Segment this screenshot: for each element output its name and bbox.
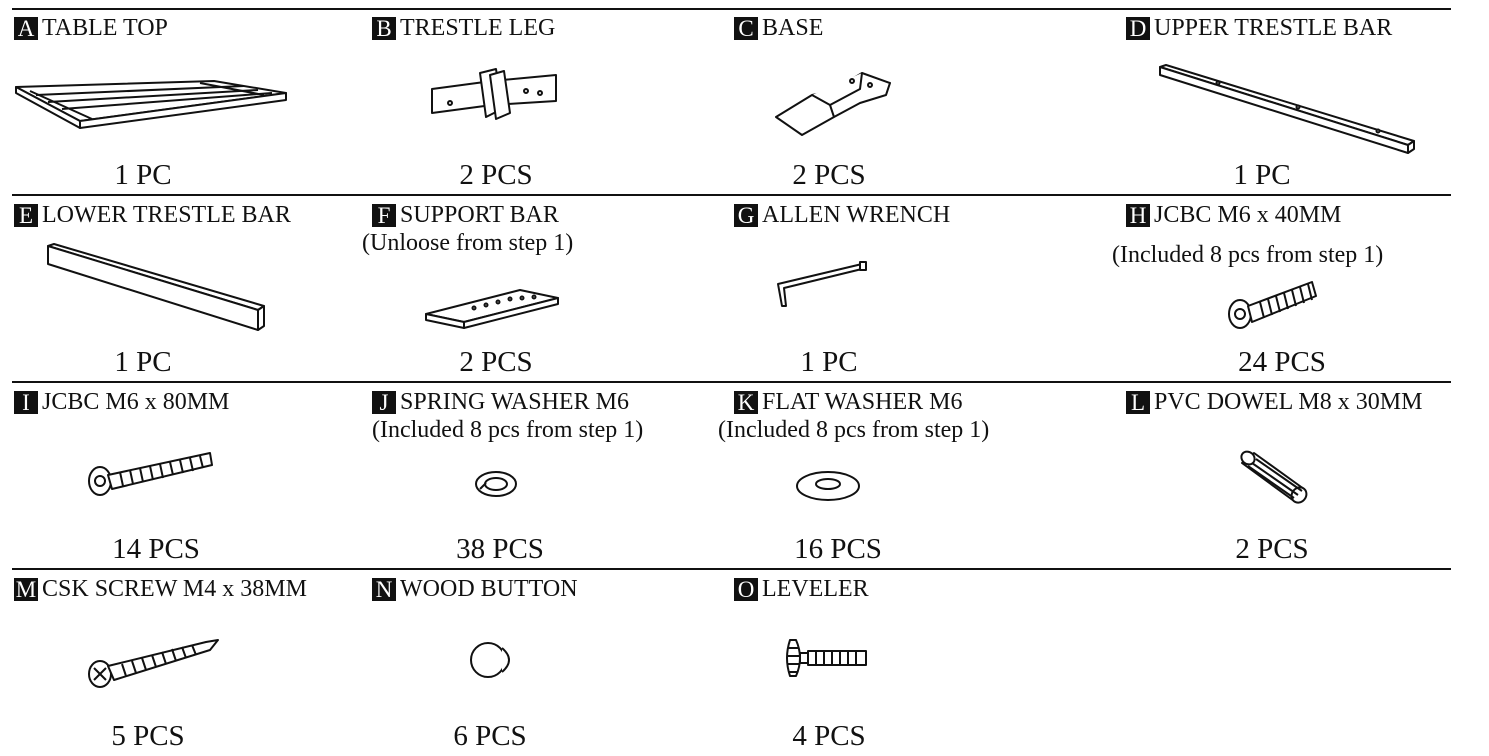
part-letter: F <box>372 203 396 227</box>
part-letter: D <box>1126 16 1150 40</box>
part-quantity: 2 PCS <box>1235 533 1309 565</box>
part-letter: L <box>1126 390 1150 414</box>
part-letter: G <box>734 203 758 227</box>
row-rule <box>12 194 1451 196</box>
part-quantity: 14 PCS <box>112 533 200 565</box>
part-note: (Included 8 pcs from step 1) <box>372 417 644 443</box>
row-rule <box>12 568 1451 570</box>
part-letter: A <box>14 16 38 40</box>
part-name: TRESTLE LEG <box>400 15 556 41</box>
upper-trestle-bar-icon <box>1158 64 1418 157</box>
part-quantity: 1 PC <box>114 346 172 378</box>
support-bar-icon <box>424 288 560 330</box>
part-name: ALLEN WRENCH <box>762 202 951 228</box>
part-letter: J <box>372 390 396 414</box>
part-note: (Included 8 pcs from step 1) <box>718 417 990 443</box>
wood-button-icon <box>468 640 522 680</box>
bolt-80mm-icon <box>86 449 216 497</box>
part-letter: N <box>372 577 396 601</box>
part-quantity: 2 PCS <box>792 159 866 191</box>
csk-screw-icon <box>86 636 222 690</box>
part-quantity: 24 PCS <box>1238 346 1326 378</box>
leveler-icon <box>784 636 870 680</box>
row-rule <box>12 8 1451 10</box>
row-rule <box>12 381 1451 383</box>
part-quantity: 1 PC <box>114 159 172 191</box>
trestle-leg-icon <box>430 68 560 121</box>
part-quantity: 5 PCS <box>111 720 185 752</box>
part-note: (Included 8 pcs from step 1) <box>1112 242 1384 268</box>
part-letter: M <box>14 576 38 602</box>
part-name: LOWER TRESTLE BAR <box>42 202 291 228</box>
part-name: JCBC M6 x 80MM <box>42 389 230 415</box>
part-letter: I <box>14 390 38 414</box>
part-note: (Unloose from step 1) <box>362 230 574 256</box>
part-letter: K <box>734 390 758 414</box>
part-letter: B <box>372 16 396 40</box>
part-name: WOOD BUTTON <box>400 576 578 602</box>
part-quantity: 1 PC <box>1233 159 1291 191</box>
part-quantity: 6 PCS <box>453 720 527 752</box>
table-top-icon <box>14 80 289 131</box>
part-quantity: 2 PCS <box>459 159 533 191</box>
part-name: SUPPORT BAR <box>400 202 559 228</box>
part-name: BASE <box>762 15 824 41</box>
part-name: SPRING WASHER M6 <box>400 389 629 415</box>
part-quantity: 1 PC <box>800 346 858 378</box>
spring-washer-icon <box>472 469 520 499</box>
part-name: CSK SCREW M4 x 38MM <box>42 576 307 602</box>
part-quantity: 38 PCS <box>456 533 544 565</box>
pvc-dowel-icon <box>1236 450 1308 505</box>
part-letter: C <box>734 16 758 40</box>
part-quantity: 16 PCS <box>794 533 882 565</box>
part-letter: E <box>14 203 38 227</box>
base-icon <box>772 69 894 137</box>
part-name: TABLE TOP <box>42 15 168 41</box>
part-name: PVC DOWEL M8 x 30MM <box>1154 389 1423 415</box>
part-name: FLAT WASHER M6 <box>762 389 963 415</box>
flat-washer-icon <box>794 469 862 503</box>
part-name: LEVELER <box>762 576 869 602</box>
part-quantity: 4 PCS <box>792 720 866 752</box>
part-name: JCBC M6 x 40MM <box>1154 202 1342 228</box>
bolt-40mm-icon <box>1226 278 1318 330</box>
part-letter: O <box>734 577 758 601</box>
part-letter: H <box>1126 203 1150 227</box>
part-name: UPPER TRESTLE BAR <box>1154 15 1393 41</box>
lower-trestle-bar-icon <box>46 243 268 336</box>
allen-wrench-icon <box>774 260 872 310</box>
part-quantity: 2 PCS <box>459 346 533 378</box>
